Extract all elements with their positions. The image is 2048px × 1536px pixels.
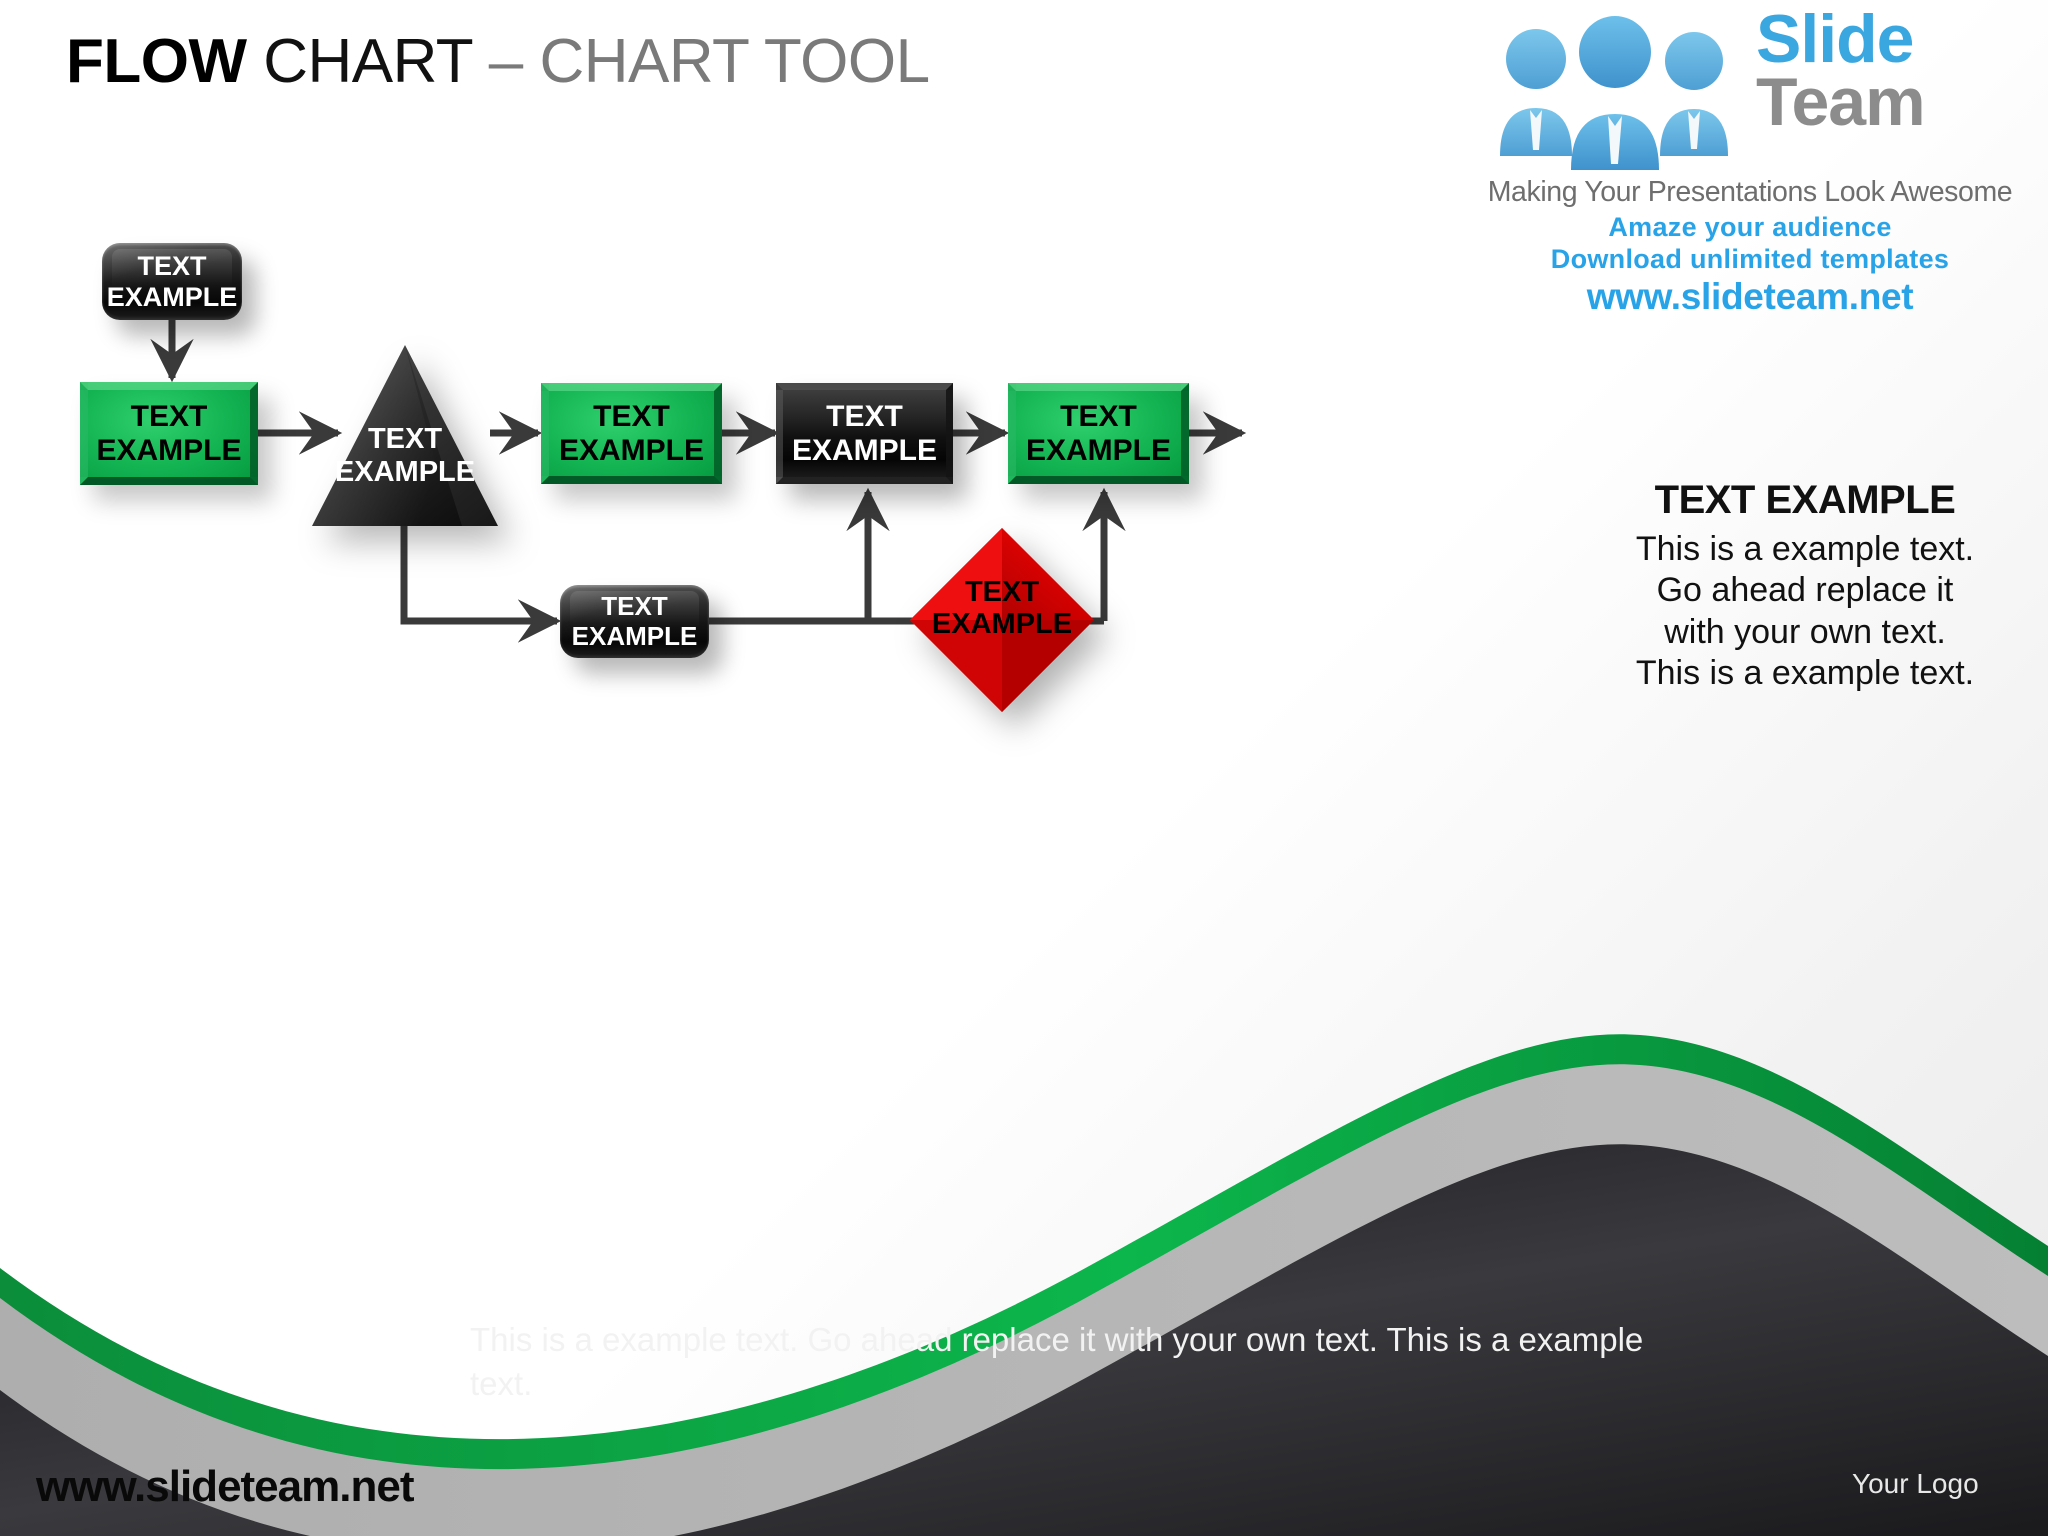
flow-node-3[interactable]: TEXT EXAMPLE (312, 345, 498, 526)
wave-graphic (0, 1034, 2048, 1536)
callout-heading: TEXT EXAMPLE (1654, 478, 1956, 522)
footer-wave-band (0, 960, 2048, 1536)
logo-wordmark: Slide Team (1756, 1, 2026, 141)
callout-body: This is a example text. Go ahead replace… (1635, 530, 1975, 693)
flow-node-5-label: TEXT EXAMPLE (791, 399, 938, 467)
flow-node-4-label: TEXT EXAMPLE (558, 399, 705, 467)
logo-word-team: Team (1756, 64, 1926, 141)
logo-website-url: www.slideteam.net (1586, 276, 1914, 317)
flow-node-6[interactable]: TEXT EXAMPLE (1008, 383, 1189, 484)
flow-node-3-label: TEXT EXAMPLE (334, 423, 476, 489)
connector-n3-n7 (400, 524, 562, 643)
flow-node-1-label: TEXT EXAMPLE (106, 251, 238, 312)
flow-node-8[interactable]: TEXT EXAMPLE (910, 528, 1094, 712)
flow-node-5[interactable]: TEXT EXAMPLE (776, 383, 953, 484)
logo-promo-line-2: Download unlimited templates (1550, 244, 1950, 274)
logo-word-slide: Slide (1756, 1, 1915, 77)
flow-node-7-label: TEXT EXAMPLE (571, 591, 698, 651)
flow-node-4[interactable]: TEXT EXAMPLE (541, 383, 722, 484)
title-regular-part: CHART (263, 27, 489, 96)
footer-body-text: This is a example text. Go ahead replace… (470, 1321, 1644, 1402)
callout-block: TEXT EXAMPLE This is a example text. Go … (1630, 478, 1980, 695)
flow-node-1[interactable]: TEXT EXAMPLE (102, 243, 242, 320)
slideteam-logo: Slide Team Making Your Presentations Loo… (1470, 1, 2030, 317)
title-bold-part: FLOW (66, 27, 264, 96)
footer-watermark: www.slideteam.net (36, 1462, 414, 1511)
logo-tagline: Making Your Presentations Look Awesome (1487, 176, 2013, 208)
page-title: FLOW CHART – CHART TOOL (66, 26, 930, 97)
title-gray-part: – CHART TOOL (488, 27, 930, 96)
flow-node-3-triangle-icon (312, 345, 498, 526)
flow-node-7[interactable]: TEXT EXAMPLE (560, 585, 709, 658)
logo-top-row: Slide Team (1470, 1, 2030, 176)
three-people-icon (1500, 16, 1728, 170)
flow-node-8-label: TEXT EXAMPLE (931, 576, 1073, 641)
flow-node-2-label: TEXT EXAMPLE (96, 399, 242, 467)
logo-promo-line-1: Amaze your audience (1608, 212, 1892, 242)
flow-node-8-diamond-icon (910, 528, 1094, 712)
your-logo-placeholder: Your Logo (1852, 1468, 1979, 1499)
flow-node-6-label: TEXT EXAMPLE (1025, 399, 1172, 467)
flow-node-2[interactable]: TEXT EXAMPLE (80, 382, 258, 485)
flow-connectors (150, 318, 1247, 643)
